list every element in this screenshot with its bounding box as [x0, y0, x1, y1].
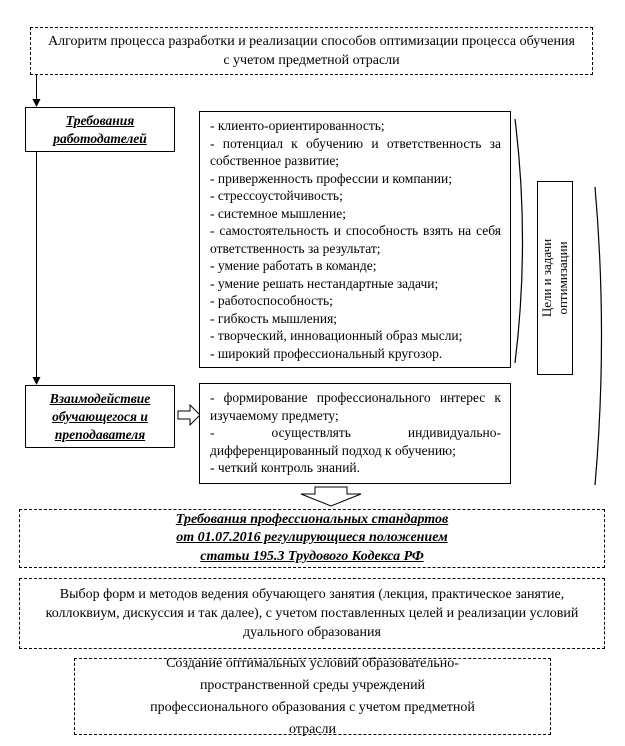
employers-requirements-label-box: Требования работодателей — [25, 107, 175, 152]
list-item: - клиенто-ориентированность; — [210, 118, 385, 133]
block-arrow-down-icon — [300, 486, 362, 507]
forms-methods-box: Выбор форм и методов ведения обучающего … — [19, 578, 605, 649]
list-item: - умение работать в команде; — [210, 258, 377, 273]
brace-icon — [514, 118, 524, 364]
list-item: - приверженность профессии и компании; — [210, 170, 452, 186]
list-item: - широкий профессиональный кругозор. — [210, 345, 443, 361]
list-item: - гибкость мышления; — [210, 310, 338, 326]
conditions-text: Создание оптимальных условий образовател… — [150, 655, 475, 737]
standards-box: Требования профессиональных стандартов о… — [19, 509, 605, 568]
list-item: - работоспособность; — [210, 293, 333, 308]
list-item: - самостоятельность и способность взять … — [210, 223, 501, 256]
list-item: - осуществлять индивидуально-дифференцир… — [210, 425, 501, 458]
interaction-label-box: Взаимодействие обучающегося и преподават… — [25, 385, 175, 448]
employers-label: Требования работодателей — [53, 112, 147, 146]
list-item: - стрессоустойчивость; — [210, 188, 343, 203]
title-box: Алгоритм процесса разработки и реализаци… — [30, 27, 593, 75]
arrow-down-icon — [32, 152, 41, 385]
goals-label: Цели и задачи оптимизации — [539, 238, 570, 318]
standards-line: от 01.07.2016 регулирующиеся положением — [176, 530, 448, 546]
interaction-label: Взаимодействие обучающегося и преподават… — [49, 390, 151, 442]
conditions-box: Создание оптимальных условий образовател… — [74, 656, 551, 737]
employer-requirements-box: - клиенто-ориентированность; - потенциал… — [199, 111, 511, 368]
standards-line: Требования профессиональных стандартов — [175, 511, 449, 527]
forms-methods-text: Выбор форм и методов ведения обучающего … — [45, 587, 579, 640]
brace-icon — [594, 186, 603, 486]
block-arrow-right-icon — [177, 404, 201, 426]
list-item: - творческий, инновационный образ мысли; — [210, 328, 463, 343]
list-item: - потенциал к обучению и ответственность… — [210, 135, 501, 169]
list-item: - четкий контроль знаний. — [210, 460, 361, 475]
goals-rotated-wrapper: Цели и задачи оптимизации — [538, 181, 572, 375]
list-item: - умение решать нестандартные задачи; — [210, 275, 439, 291]
list-item: - системное мышление; — [210, 205, 346, 221]
standards-text: Требования профессиональных стандартов о… — [176, 511, 448, 567]
list-item: - формирование профессионального интерес… — [210, 390, 501, 423]
goals-box: Цели и задачи оптимизации — [537, 181, 573, 375]
arrow-down-icon — [32, 75, 41, 107]
teaching-requirements-box: - формирование профессионального интерес… — [199, 383, 511, 484]
page-title: Алгоритм процесса разработки и реализаци… — [48, 34, 575, 68]
standards-line: статьи 195.3 Трудового Кодекса РФ — [200, 548, 424, 564]
